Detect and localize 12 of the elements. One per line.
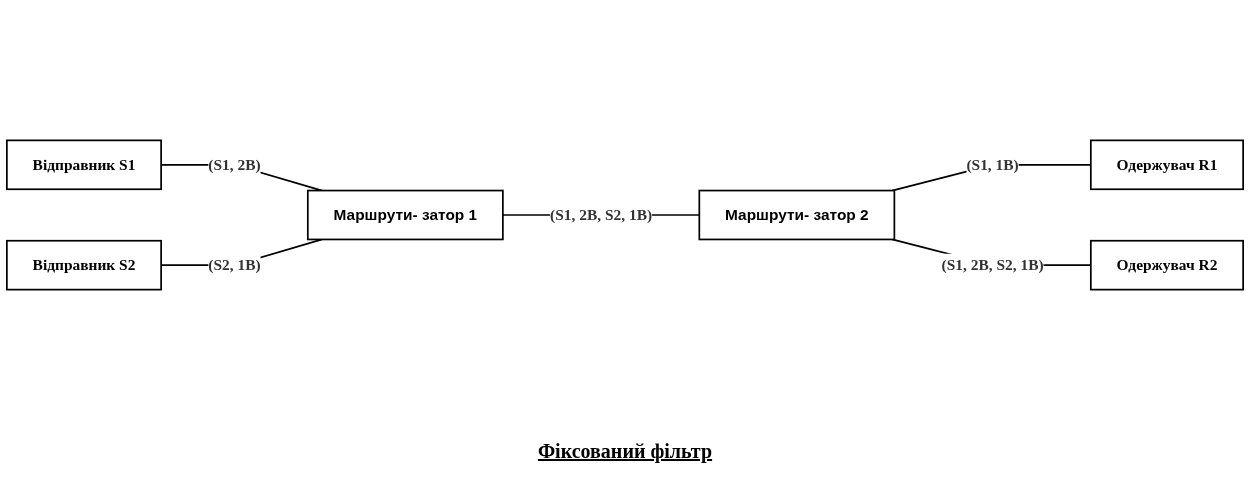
node-box: Маршрути- затор 1 [306, 189, 504, 241]
edge-label: (S1, 1B) [966, 155, 1019, 173]
node-box: Відправник S1 [6, 139, 162, 191]
edge-label: (S1, 2B, S2, 1B) [941, 256, 1044, 274]
edge-label: (S1, 2B, S2, 1B) [550, 205, 653, 224]
node-box: Маршрути- затор 2 [698, 189, 896, 241]
node-box: Одержувач R2 [1089, 239, 1244, 291]
caption: Фіксований фільтр [537, 440, 713, 462]
node-box: Відправник S2 [6, 239, 162, 291]
edge-label: (S1, 2B) [208, 155, 261, 173]
edge-label: (S2, 1B) [208, 256, 261, 274]
node-box: Одержувач R1 [1089, 139, 1244, 191]
